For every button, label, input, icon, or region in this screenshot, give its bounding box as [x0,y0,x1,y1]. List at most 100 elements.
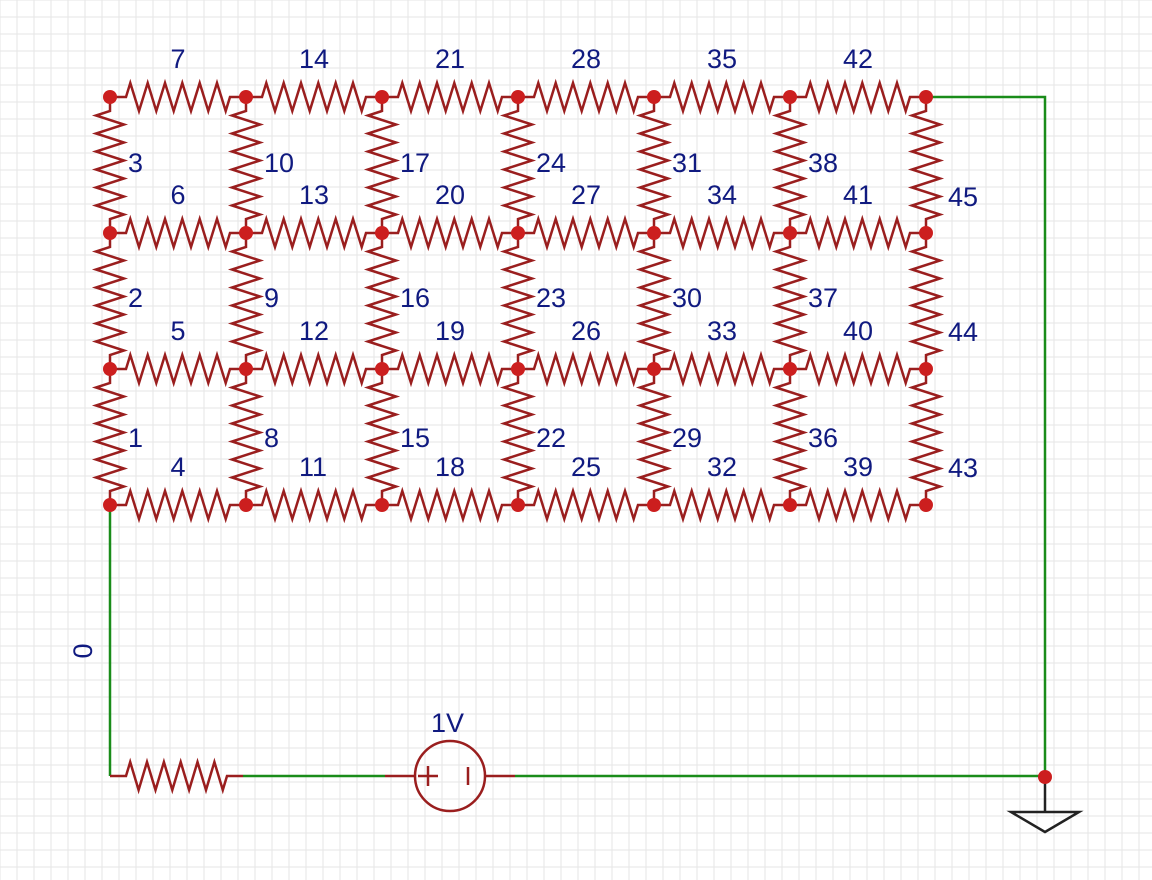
resistor-v-5-1 [771,233,809,369]
junction-node [783,226,797,240]
resistor-v-4-2 [635,97,673,233]
label-horizontal-resistor: 41 [843,180,873,210]
label-horizontal-resistor: 4 [171,452,186,482]
junction-node [375,498,389,512]
label-vertical-resistor: 38 [808,148,838,178]
label-vertical-resistor: 17 [400,148,430,178]
junction-node [103,90,117,104]
resistor-v-1-2 [227,97,265,233]
label-horizontal-resistor: 39 [843,452,873,482]
label-vertical-resistor: 9 [264,283,279,313]
junction-node [511,90,525,104]
label-horizontal-resistor: 13 [299,180,329,210]
resistor-v-0-1 [91,233,129,369]
resistor-v-4-1 [635,233,673,369]
ground-node [1038,770,1052,784]
label-horizontal-resistor: 19 [435,316,465,346]
resistor-v-0-2 [91,97,129,233]
label-horizontal-resistor: 5 [171,316,186,346]
resistor-h-2-2 [382,214,518,252]
resistor-h-1-5 [790,350,926,388]
resistor-h-0-2 [382,486,518,524]
label-horizontal-resistor: 18 [435,452,465,482]
junction-node [511,362,525,376]
resistor-v-6-1 [907,233,945,369]
resistor-h-1-3 [518,350,654,388]
label-vertical-resistor: 15 [400,423,430,453]
label-vertical-resistor: 30 [672,283,702,313]
label-horizontal-resistor: 32 [707,452,737,482]
junction-node [511,498,525,512]
label-top-resistor: 7 [171,44,186,74]
resistor-v-6-0 [907,369,945,505]
label-vertical-resistor: 29 [672,423,702,453]
junction-node [239,226,253,240]
resistor-h-2-1 [246,214,382,252]
label-horizontal-resistor: 6 [171,180,186,210]
resistor-h-3-4 [654,78,790,116]
label-vertical-resistor: 10 [264,148,294,178]
junction-node [647,226,661,240]
resistor-v-3-1 [499,233,537,369]
resistor-v-5-2 [771,97,809,233]
resistor-h-1-4 [654,350,790,388]
resistor-v-2-1 [363,233,401,369]
label-vertical-resistor: 2 [128,283,143,313]
label-horizontal-resistor: 40 [843,316,873,346]
junction-node [375,226,389,240]
junction-node [647,498,661,512]
label-vertical-resistor: 36 [808,423,838,453]
junction-node [783,90,797,104]
resistor-h-0-1 [246,486,382,524]
label-top-resistor: 28 [571,44,601,74]
label-vertical-resistor: 37 [808,283,838,313]
label-top-resistor: 35 [707,44,737,74]
label-vertical-resistor: 31 [672,148,702,178]
source-label: 1V [431,708,464,738]
junction-node [375,90,389,104]
junction-node [239,498,253,512]
label-vertical-resistor: 24 [536,148,566,178]
junction-node [647,90,661,104]
junction-node [919,362,933,376]
label-horizontal-resistor: 20 [435,180,465,210]
ground-triangle [1006,810,1084,834]
series-resistor [110,757,243,795]
resistor-h-0-0 [110,486,246,524]
resistor-v-4-0 [635,369,673,505]
wire-top-right [926,95,1047,777]
junction-node [783,498,797,512]
junction-node [375,362,389,376]
label-horizontal-resistor: 33 [707,316,737,346]
label-top-resistor: 14 [299,44,329,74]
label-vertical-resistor: 1 [128,423,143,453]
label-vertical-resistor: 3 [128,148,143,178]
resistor-v-5-0 [771,369,809,505]
junction-node [919,226,933,240]
resistor-h-2-5 [790,214,926,252]
resistor-h-1-0 [110,350,246,388]
label-horizontal-resistor: 12 [299,316,329,346]
junction-node [103,362,117,376]
label-vertical-resistor: 16 [400,283,430,313]
label-horizontal-resistor: 27 [571,180,601,210]
resistor-h-3-3 [518,78,654,116]
resistor-v-3-0 [499,369,537,505]
label-vertical-resistor: 22 [536,423,566,453]
junction-node [239,362,253,376]
resistor-h-0-3 [518,486,654,524]
label-vertical-resistor: 8 [264,423,279,453]
label-right-resistor: 44 [948,317,978,347]
resistor-h-1-1 [246,350,382,388]
label-horizontal-resistor: 26 [571,316,601,346]
label-horizontal-resistor: 34 [707,180,737,210]
resistor-v-1-1 [227,233,265,369]
resistor-v-3-2 [499,97,537,233]
resistor-h-3-0 [110,78,246,116]
resistor-v-2-2 [363,97,401,233]
resistor-network [91,78,945,795]
